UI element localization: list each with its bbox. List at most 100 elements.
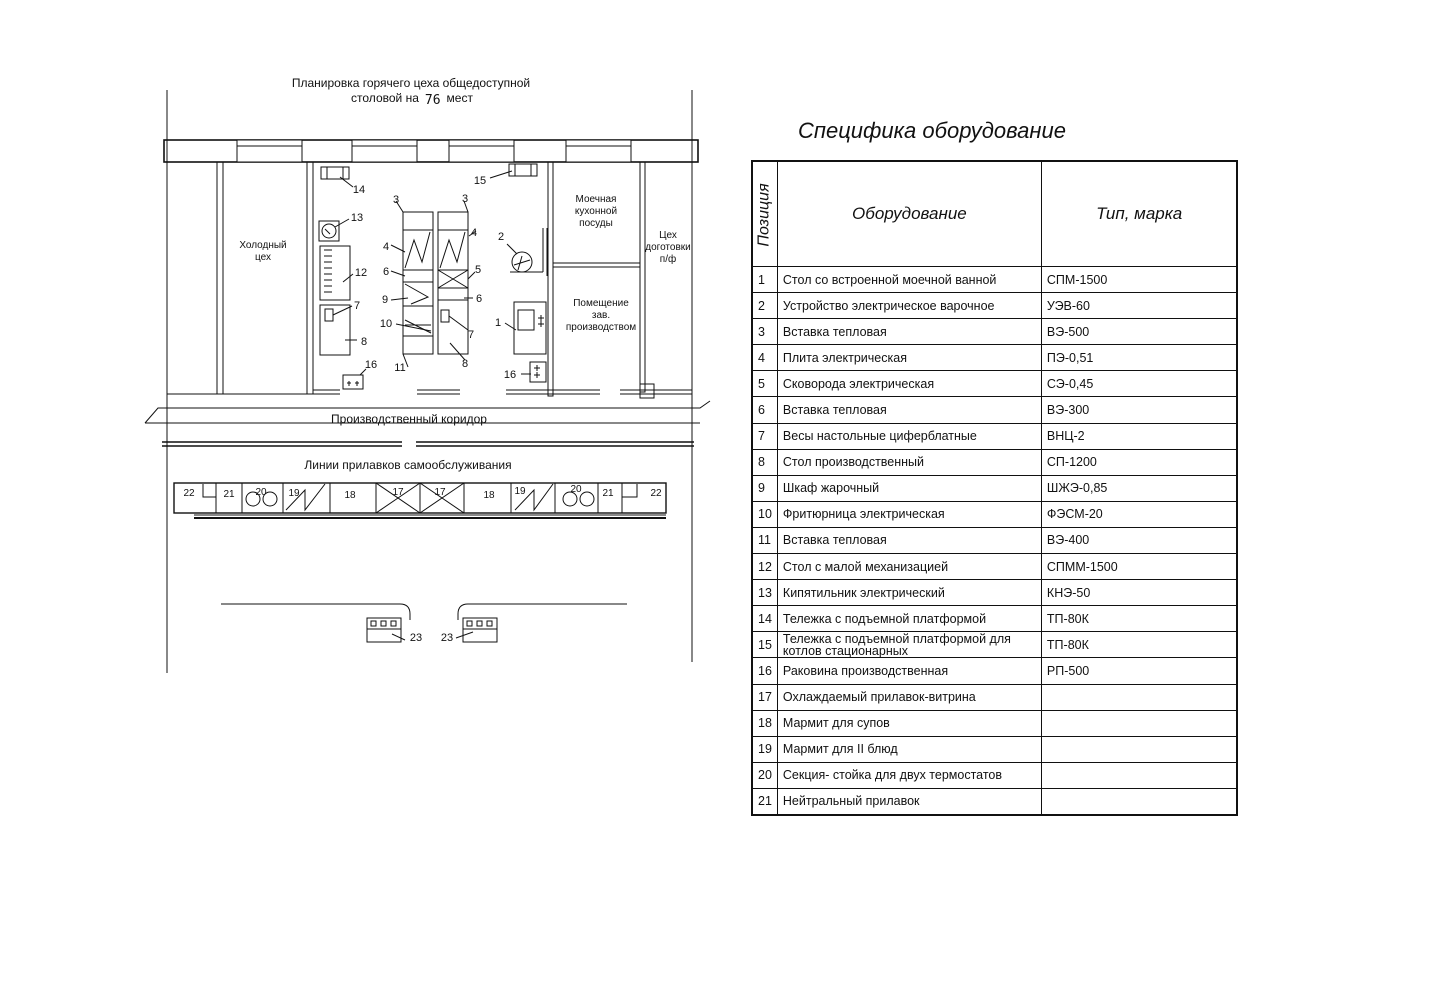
cell-type: ТП-80К [1040, 631, 1238, 659]
island-insert-3-left [402, 211, 434, 231]
label-1: 1 [495, 317, 501, 329]
label-7-right: 7 [468, 329, 474, 341]
label-8-right: 8 [462, 358, 468, 370]
cell-pos: 15 [751, 631, 778, 659]
cell-pos: 12 [751, 553, 778, 581]
window-4 [565, 139, 632, 163]
cell-pos: 17 [751, 683, 778, 711]
window-2 [351, 139, 418, 163]
spec-title: Специфика оборудование [798, 118, 1066, 143]
thermostat-20-right-a [562, 491, 578, 507]
cell-name: Шкаф жарочный [776, 474, 1042, 502]
cell-type: ШЖЭ-0,85 [1040, 474, 1238, 502]
label-9: 9 [382, 294, 388, 306]
partition-left-2 [306, 161, 314, 395]
label-6-left: 6 [383, 266, 389, 278]
cell-pos: 11 [751, 526, 778, 555]
counter-19-left: 19 [288, 488, 300, 499]
cell-name: Стол со встроенной моечной ванной [776, 265, 1042, 294]
cell-name: Раковина производственная [776, 657, 1042, 685]
boiler-2 [511, 251, 533, 273]
header-type: Тип, марка [1040, 160, 1238, 267]
counter-17-right: 17 [434, 487, 446, 498]
cell-pos: 19 [751, 735, 778, 763]
cell-type: ВНЦ-2 [1040, 422, 1238, 450]
scales-7-right [440, 309, 450, 323]
sink-16-right [529, 361, 547, 383]
label-3-right: 3 [462, 193, 468, 205]
scales-7-left [324, 308, 334, 322]
cell-pos: 1 [751, 265, 778, 294]
window-3 [448, 139, 515, 163]
label-4-right: 4 [471, 227, 477, 239]
cell-name: Мармит для супов [776, 709, 1042, 737]
cell-name: Секция- стойка для двух термостатов [776, 761, 1042, 789]
cell-name: Сковорода электрическая [776, 370, 1042, 398]
counter-18-right: 18 [483, 490, 495, 501]
cell-name: Плита электрическая [776, 344, 1042, 372]
thermostat-20-left-a [245, 491, 261, 507]
wash-table-1 [513, 301, 547, 355]
counter-18-left: 18 [344, 490, 356, 501]
label-8-left: 8 [361, 336, 367, 348]
cell-type: СПММ-1500 [1040, 553, 1238, 581]
cell-type: РП-500 [1040, 657, 1238, 685]
outer-wall-top [163, 139, 699, 163]
cell-name: Охлаждаемый прилавок-витрина [776, 683, 1042, 711]
cell-type [1040, 761, 1238, 789]
floor-plan: Планировка горячего цеха общедоступной с… [144, 76, 711, 673]
island-insert-6-left [402, 269, 434, 283]
cell-pos: 16 [751, 657, 778, 685]
cell-name: Вставка тепловая [776, 396, 1042, 424]
cell-type: СПМ-1500 [1040, 265, 1238, 294]
header-position: Позиция [751, 160, 778, 267]
counter-19-right: 19 [514, 486, 526, 497]
cell-name: Вставка тепловая [776, 318, 1042, 346]
partition-right-2 [639, 161, 646, 393]
label-5: 5 [475, 264, 481, 276]
cell-name: Стол с малой механизацией [776, 553, 1042, 581]
label-16-right: 16 [504, 369, 516, 381]
label-10: 10 [380, 318, 392, 330]
label-13: 13 [351, 212, 363, 224]
partition-left-1 [216, 161, 224, 395]
kettle-13 [318, 220, 340, 242]
column-post [639, 383, 655, 399]
label-6-right: 6 [476, 293, 482, 305]
cell-pos: 13 [751, 579, 778, 607]
cell-type [1040, 787, 1238, 816]
cell-pos: 18 [751, 709, 778, 737]
island-insert-11 [402, 335, 434, 355]
cell-name: Нейтральный прилавок [776, 787, 1042, 816]
counter-20-left: 20 [255, 487, 267, 498]
cell-pos: 20 [751, 761, 778, 789]
cart-14 [320, 166, 350, 180]
cell-pos: 3 [751, 318, 778, 346]
counter-22-left: 22 [183, 488, 195, 499]
label-11: 11 [394, 362, 405, 374]
cell-type: ПЭ-0,51 [1040, 344, 1238, 372]
cell-type: ВЭ-300 [1040, 396, 1238, 424]
cell-pos: 4 [751, 344, 778, 372]
counters-label: Линии прилавков самообслуживания [304, 458, 511, 472]
island-insert-3-right [437, 211, 469, 231]
cell-type: ТП-80К [1040, 605, 1238, 633]
